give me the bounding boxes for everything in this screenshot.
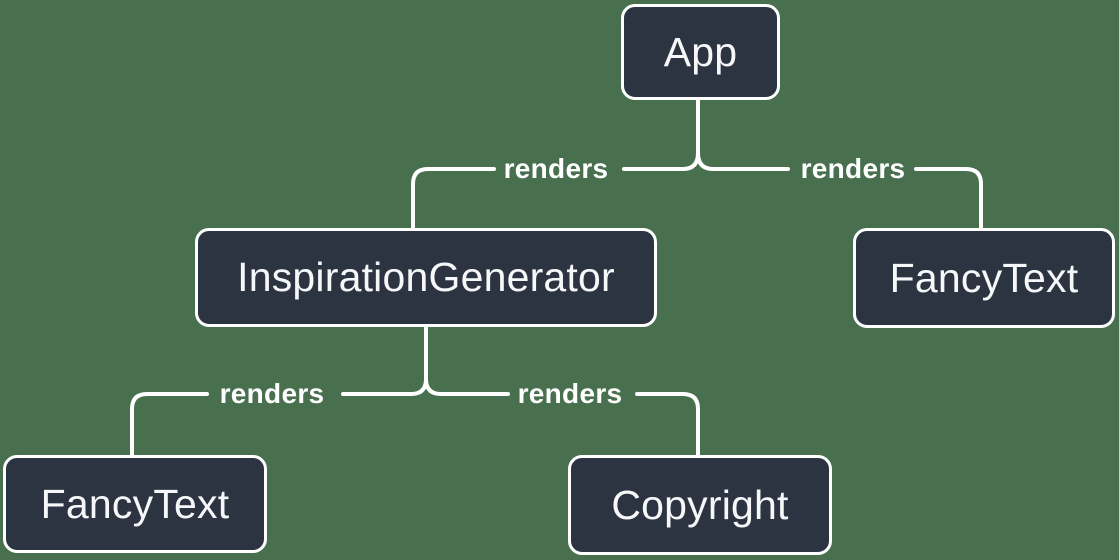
edge-label-app-inspirationgenerator: renders [503, 153, 609, 184]
connector-app-to-fancytext [914, 167, 983, 230]
edge-label-inspirationgenerator-copyright: renders [517, 378, 623, 409]
connector-inspirationgenerator-to-fancytext [130, 392, 209, 457]
connector-app-to-inspirationgenerator [411, 167, 496, 230]
edge-label-app-fancytext: renders [800, 153, 906, 184]
node-fancy-text-right: FancyText [853, 228, 1115, 328]
connector-app-stem-right [696, 98, 790, 171]
node-fancy-text-bottom: FancyText [3, 455, 267, 553]
connector-app-stem-left [622, 98, 700, 171]
connector-inspirationgenerator-stem-left [341, 326, 428, 396]
connector-inspirationgenerator-stem-right [424, 326, 510, 396]
connector-inspirationgenerator-to-copyright [635, 392, 700, 457]
edge-label-inspirationgenerator-fancytext: renders [219, 378, 325, 409]
node-copyright: Copyright [568, 455, 832, 555]
node-inspiration-generator: InspirationGenerator [195, 228, 657, 327]
node-app: App [621, 4, 780, 100]
